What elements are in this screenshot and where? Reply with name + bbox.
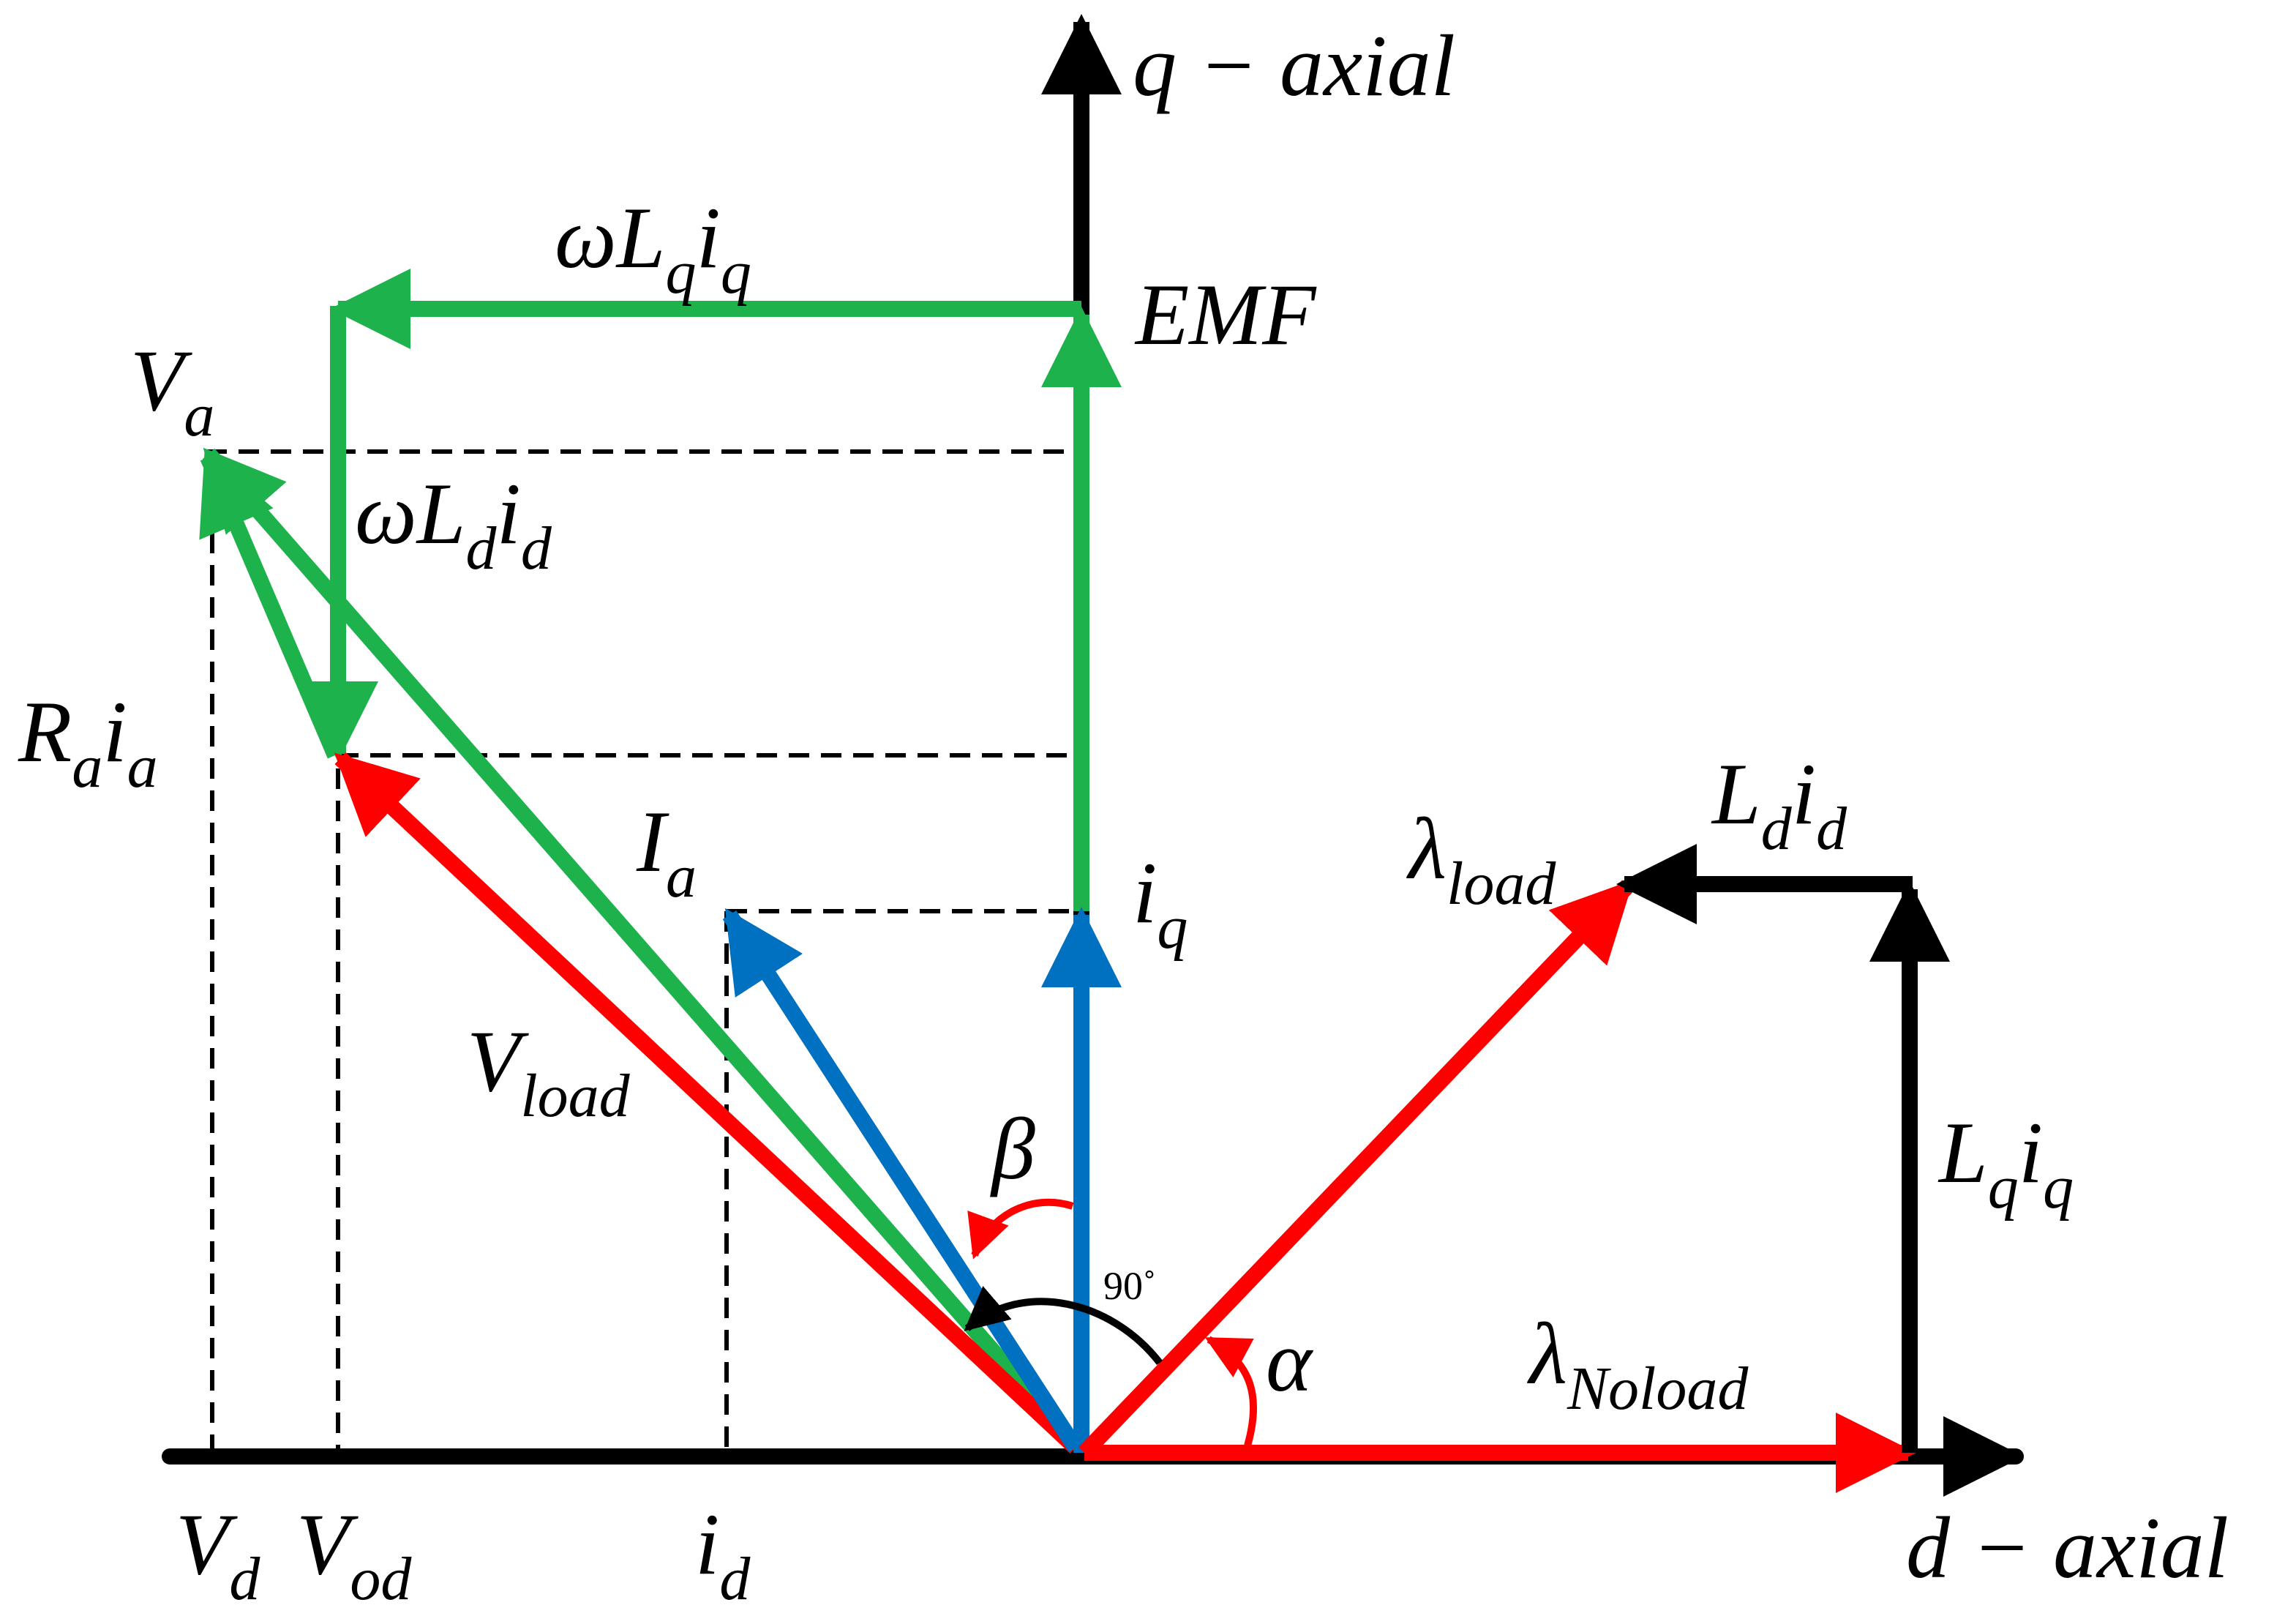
raia-label: Raia <box>18 683 158 801</box>
projection-lines <box>206 449 1081 1453</box>
right-angle-label: 90˚ <box>1103 1264 1156 1308</box>
inductance-vectors <box>1616 844 1950 1453</box>
id-label: id <box>695 1495 751 1613</box>
green-vectors <box>199 269 1122 1451</box>
emf-label: EMF <box>1134 266 1317 363</box>
beta-arc <box>967 1198 1074 1260</box>
flux-vectors <box>1078 880 1916 1493</box>
green-raia-vector <box>199 449 343 759</box>
blue-vectors <box>722 907 1122 1453</box>
lambda-load-label: λload <box>1406 800 1556 918</box>
lambda-noload-label: λNoload <box>1527 1305 1749 1423</box>
vod-label: Vod <box>296 1495 412 1613</box>
green-va-vector <box>202 447 1082 1451</box>
right-angle-arc <box>964 1286 1163 1366</box>
va-label: Va <box>130 332 214 449</box>
vload-label: Vload <box>467 1012 631 1130</box>
q-axis-label: q − axial <box>1133 17 1455 114</box>
blue-ia-vector <box>722 908 1083 1452</box>
lqiq-label: Lqiq <box>1937 1104 2074 1222</box>
alpha-label: α <box>1266 1312 1313 1410</box>
wldid-label: ωLdid <box>355 465 552 583</box>
d-axis-label: d − axial <box>1906 1499 2229 1596</box>
wlqiq-label: ωLqiq <box>555 189 751 307</box>
vd-label: Vd <box>176 1495 260 1613</box>
red-vload-vector <box>334 752 1081 1454</box>
iq-label: iq <box>1133 844 1188 962</box>
ldid-label: Ldid <box>1711 745 1847 863</box>
beta-label: β <box>990 1100 1035 1197</box>
alpha-arc <box>1204 1336 1258 1447</box>
ia-label: Ia <box>636 793 697 910</box>
red-lambda-load-vector <box>1078 880 1634 1459</box>
axes <box>162 14 2024 1497</box>
